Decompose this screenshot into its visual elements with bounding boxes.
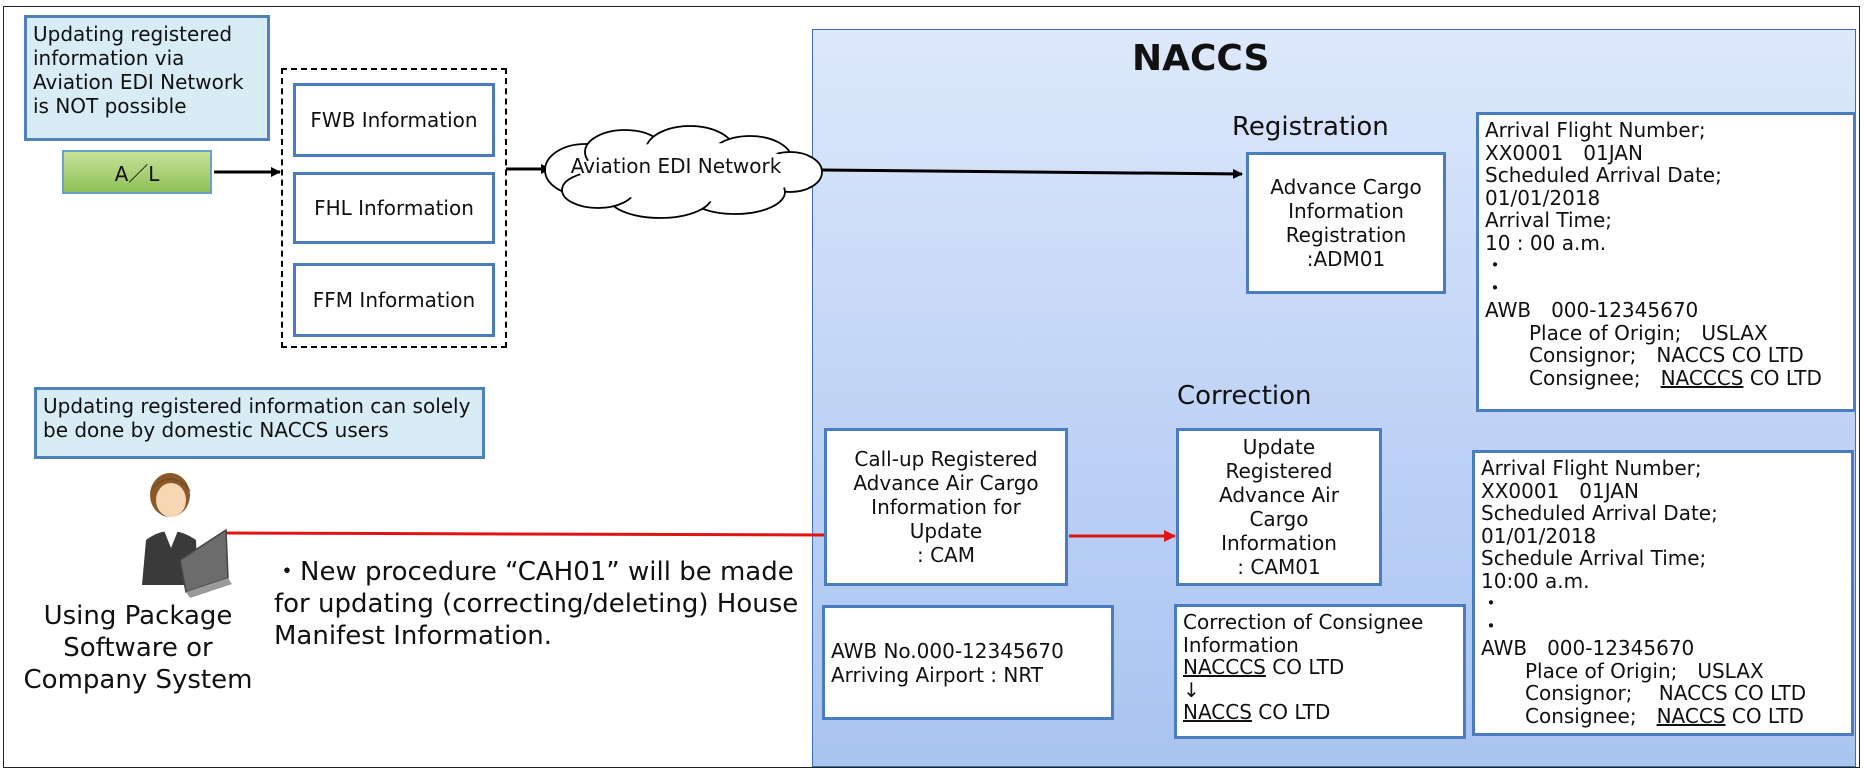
- registration-origin: Place of Origin; USLAX: [1529, 320, 1768, 345]
- consignee-correction-box: Correction of Consignee Information NACC…: [1174, 604, 1466, 739]
- domestic-users-note: Updating registered information can sole…: [34, 387, 485, 459]
- correction-heading: Correction: [1177, 381, 1312, 411]
- airline-box: A／L: [62, 150, 212, 194]
- callup-box: Call-up Registered Advance Air Cargo Inf…: [824, 428, 1068, 586]
- procedure-note: ・New procedure “CAH01” will be made for …: [274, 557, 799, 651]
- correction-origin: Place of Origin; USLAX: [1525, 658, 1764, 683]
- user-label: Using Package Software or Company System: [23, 601, 253, 695]
- update-box: Update Registered Advance Air Cargo Info…: [1176, 428, 1382, 586]
- cloud-to-registration-arrow: [821, 168, 1243, 179]
- edi-messages-group: [281, 68, 507, 348]
- diagram-frame: [3, 6, 1860, 768]
- fhl-information-box: FHL Information: [293, 172, 495, 244]
- registration-detail-box: Arrival Flight Number; XX0001 01JAN Sche…: [1476, 112, 1856, 412]
- registration-detail-lines: Arrival Flight Number; XX0001 01JAN Sche…: [1485, 118, 1722, 322]
- registration-heading: Registration: [1232, 112, 1389, 142]
- registration-consignor: Consignor; NACCS CO LTD: [1529, 343, 1804, 367]
- awb-info-box: AWB No.000-12345670 Arriving Airport : N…: [822, 605, 1114, 720]
- person-laptop-icon: [142, 473, 232, 598]
- cloud-icon: [544, 125, 823, 219]
- cloud-label: Aviation EDI Network: [570, 154, 782, 178]
- naccs-title: NACCS: [1132, 38, 1270, 79]
- correction-consignee: Consignee; NACCS CO LTD: [1525, 703, 1804, 728]
- fwb-information-box: FWB Information: [293, 83, 495, 157]
- ffm-information-box: FFM Information: [293, 263, 495, 337]
- user-to-callup-line: [225, 531, 825, 537]
- registration-consignee: Consignee; NACCCS CO LTD: [1529, 365, 1822, 390]
- correction-detail-lines: Arrival Flight Number; XX0001 01JAN Sche…: [1481, 456, 1718, 660]
- edi-note: Updating registered information via Avia…: [24, 15, 270, 141]
- correction-detail-box: Arrival Flight Number; XX0001 01JAN Sche…: [1472, 450, 1854, 736]
- registration-box: Advance Cargo Information Registration :…: [1246, 152, 1446, 294]
- correction-consignor: Consignor; NACCS CO LTD: [1525, 681, 1807, 705]
